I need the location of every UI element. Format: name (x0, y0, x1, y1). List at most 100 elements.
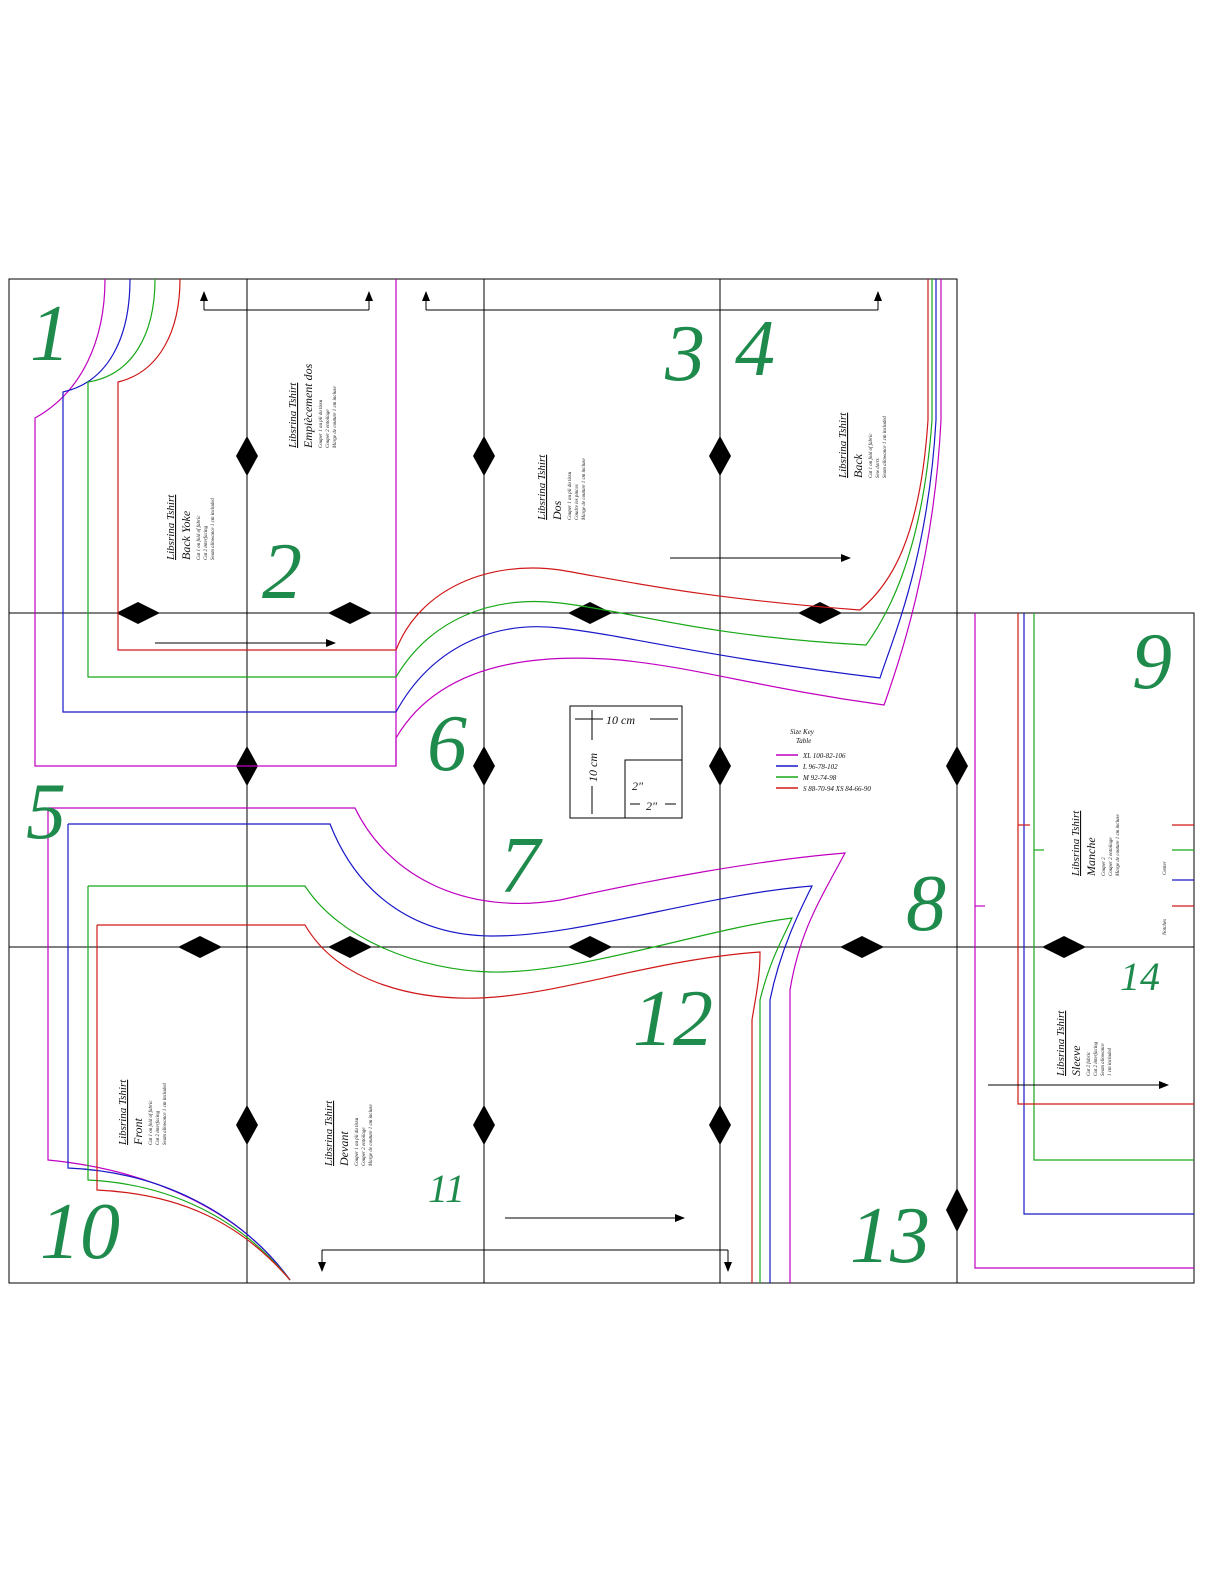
alignment-diamond (116, 602, 160, 624)
alignment-diamond (473, 436, 495, 476)
svg-text:Seam allowance 1 cm included: Seam allowance 1 cm included (211, 498, 216, 560)
svg-text:Cut 2 fabric: Cut 2 fabric (1087, 1051, 1092, 1076)
scale-inch-vertical: 2" (632, 779, 644, 793)
svg-text:Devant: Devant (337, 1131, 351, 1167)
fold-arrow (425, 300, 879, 311)
svg-text:Couper 1 au pli du tissu: Couper 1 au pli du tissu (355, 1117, 360, 1166)
back-yoke-cut-lines (34, 278, 397, 767)
svg-text:Couper 1 au pli du tissu: Couper 1 au pli du tissu (568, 471, 573, 520)
tile-number: 14 (1120, 954, 1160, 999)
alignment-diamond (568, 936, 612, 958)
svg-text:1 cm included: 1 cm included (1108, 1047, 1113, 1076)
svg-text:Notches: Notches (1163, 919, 1168, 936)
svg-text:Libsrina Tshirt: Libsrina Tshirt (837, 412, 849, 479)
alignment-diamond (236, 436, 258, 476)
tile-number: 8 (906, 860, 946, 948)
svg-text:Cut 2 interfacing: Cut 2 interfacing (1094, 1041, 1099, 1076)
piece-label-dos: Libsrina Tshirt Dos Couper 1 au pli du t… (536, 454, 587, 521)
front-body-cut-lines (47, 807, 847, 1283)
tile-number: 9 (1132, 618, 1172, 706)
size-key-title: Size Key (790, 728, 815, 736)
piece-label-empiecement: Libsrina Tshirt Empiècement dos Couper 1… (287, 363, 338, 449)
alignment-diamonds (116, 436, 1086, 1232)
alignment-diamond (328, 936, 372, 958)
tile-number: 11 (428, 1166, 465, 1211)
alignment-diamond (840, 936, 884, 958)
tile-number: 10 (40, 1188, 120, 1276)
svg-text:Libsrina Tshirt: Libsrina Tshirt (1055, 1010, 1067, 1077)
alignment-diamond (1042, 936, 1086, 958)
alignment-diamond (568, 602, 612, 624)
alignment-diamond (709, 1105, 731, 1145)
tile-number: 7 (500, 822, 543, 910)
tile-number: 13 (850, 1192, 930, 1280)
alignment-diamond (328, 602, 372, 624)
svg-text:Seam allowance: Seam allowance (1101, 1043, 1106, 1076)
svg-text:Cut 1 on fold of fabric: Cut 1 on fold of fabric (197, 515, 202, 560)
svg-text:Couper 2: Couper 2 (1102, 857, 1107, 876)
sleeve-edge-notes: Notches Center (1163, 861, 1168, 936)
svg-text:Couper 2 entoilage: Couper 2 entoilage (362, 1127, 367, 1166)
back-body-cut-lines (395, 279, 942, 766)
svg-text:Seam allowance 1 cm included: Seam allowance 1 cm included (883, 416, 888, 478)
scale-inch-horizontal: 2" (646, 799, 658, 813)
svg-text:Libsrina Tshirt: Libsrina Tshirt (287, 382, 299, 449)
piece-label-back-yoke: Libsrina Tshirt Back Yoke Cut 1 on fold … (165, 494, 216, 561)
fold-arrow (321, 1249, 729, 1262)
svg-text:Couper 2 entoilage: Couper 2 entoilage (1109, 837, 1114, 876)
sleeve-cut-lines (974, 613, 1194, 1269)
svg-text:Back Yoke: Back Yoke (179, 510, 193, 560)
tile-number: 3 (664, 310, 705, 398)
tile-number: 12 (633, 975, 713, 1063)
svg-text:Libsrina Tshirt: Libsrina Tshirt (1070, 810, 1082, 877)
piece-label-back: Libsrina Tshirt Back Cut 1 on fold of fa… (837, 412, 888, 479)
svg-text:Coudre les pinces: Coudre les pinces (575, 484, 580, 520)
svg-text:Cut 2 interfacing: Cut 2 interfacing (156, 1110, 161, 1145)
svg-text:Cut 1 on fold of fabric: Cut 1 on fold of fabric (869, 433, 874, 478)
alignment-diamond (709, 746, 731, 786)
scale-box (569, 705, 683, 819)
svg-text:Couper 1 au pli du tissu: Couper 1 au pli du tissu (319, 399, 324, 448)
svg-text:Marge de couture 1 cm incluse: Marge de couture 1 cm incluse (1116, 814, 1121, 877)
svg-text:Marge de couture 1 cm incluse: Marge de couture 1 cm incluse (333, 386, 338, 449)
piece-label-sleeve: Libsrina Tshirt Sleeve Cut 2 fabric Cut … (1055, 1010, 1113, 1077)
size-key: Size Key Table XL 100-82-106 L 96-78-102… (776, 728, 871, 793)
size-key-row: M 92-74-98 (802, 774, 837, 782)
svg-text:Back: Back (851, 453, 865, 478)
size-key-row: S 88-70-94 XS 84-66-90 (803, 785, 871, 793)
tile-grid (8, 278, 1195, 1284)
tile-number: 5 (26, 768, 66, 856)
alignment-diamond (473, 1105, 495, 1145)
alignment-diamond (709, 436, 731, 476)
piece-label-devant: Libsrina Tshirt Devant Couper 1 au pli d… (323, 1100, 374, 1167)
svg-text:Couper 2 entoilage: Couper 2 entoilage (326, 409, 331, 448)
svg-text:Cut 1 on fold of fabric: Cut 1 on fold of fabric (149, 1100, 154, 1145)
tile-number: 2 (262, 528, 302, 616)
tile-numbers: 1 2 3 4 5 6 7 8 9 10 11 12 13 14 (26, 290, 1172, 1280)
svg-text:Seam allowance 1 cm included: Seam allowance 1 cm included (163, 1083, 168, 1145)
svg-text:Marge de couture 1 cm incluse: Marge de couture 1 cm incluse (369, 1104, 374, 1167)
alignment-diamond (236, 1105, 258, 1145)
svg-text:Front: Front (131, 1117, 145, 1146)
alignment-diamond (946, 746, 968, 786)
grainline-arrows (155, 291, 1169, 1272)
svg-text:Libsrina Tshirt: Libsrina Tshirt (165, 494, 177, 561)
fold-arrow (203, 293, 370, 311)
svg-text:Manche: Manche (1084, 837, 1098, 877)
scale-width-label: 10 cm (606, 713, 635, 727)
svg-text:Empiècement dos: Empiècement dos (301, 363, 315, 449)
svg-text:Cut 2 interfacing: Cut 2 interfacing (204, 525, 209, 560)
piece-label-manche: Libsrina Tshirt Manche Couper 2 Couper 2… (1070, 810, 1121, 877)
svg-text:Center: Center (1163, 861, 1168, 875)
alignment-diamond (473, 746, 495, 786)
svg-text:Libsrina Tshirt: Libsrina Tshirt (117, 1079, 129, 1146)
size-key-row: L 96-78-102 (802, 763, 838, 771)
tile-number: 6 (427, 700, 467, 788)
svg-text:Dos: Dos (550, 500, 564, 521)
tile-number: 1 (30, 290, 70, 378)
scale-height-label: 10 cm (586, 753, 600, 782)
alignment-diamond (178, 936, 222, 958)
svg-text:Libsrina Tshirt: Libsrina Tshirt (323, 1100, 335, 1167)
size-key-row: XL 100-82-106 (802, 752, 846, 760)
